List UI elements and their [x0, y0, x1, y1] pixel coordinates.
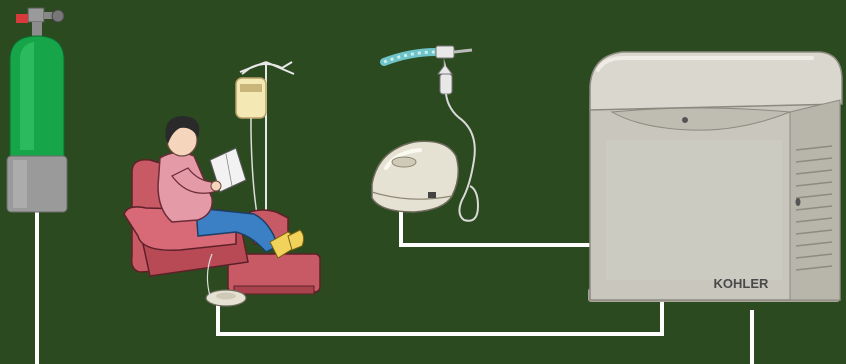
patient-in-recliner-icon: [124, 116, 320, 294]
standby-generator-icon: KOHLER: [588, 52, 842, 302]
nebulizer-icon: [372, 46, 478, 221]
nebulizer-wire: [401, 206, 600, 245]
patient-wire: [218, 300, 662, 334]
oxygen-tank-icon: [7, 8, 67, 212]
generator-brand-label: KOHLER: [714, 276, 770, 291]
